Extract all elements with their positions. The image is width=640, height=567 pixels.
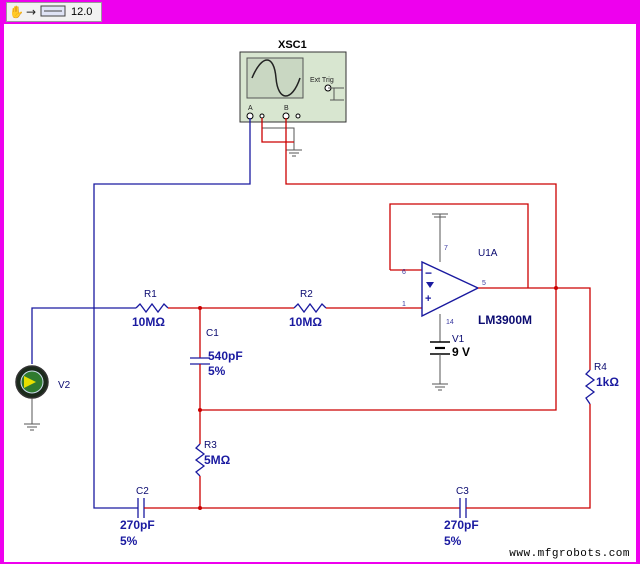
ext-trig-label: Ext Trig — [310, 77, 334, 84]
c3-ref: C3 — [456, 486, 469, 497]
resistor-r2[interactable] — [293, 302, 327, 314]
c1-value: 540pF — [208, 349, 243, 363]
capacitor-c2[interactable] — [137, 498, 145, 518]
opamp-part: LM3900M — [478, 313, 532, 327]
oscilloscope-xsc1[interactable]: XSC1 Ext Trig A B — [239, 39, 347, 123]
schematic-canvas[interactable]: XSC1 Ext Trig A B — [4, 24, 636, 562]
inv-sign: − — [425, 266, 432, 280]
pin-noninv: 1 — [402, 301, 406, 308]
c1-tolerance: 5% — [208, 364, 226, 378]
channel-a-label: A — [248, 105, 253, 112]
pin-inv: 6 — [402, 269, 406, 276]
capacitor-c3[interactable] — [459, 498, 467, 518]
r4-ref: R4 — [594, 362, 607, 373]
c2-value: 270pF — [120, 518, 155, 532]
hand-icon[interactable]: ✋ — [9, 5, 24, 19]
c2-ref: C2 — [136, 486, 149, 497]
resistor-r1[interactable] — [135, 302, 169, 314]
c3-value: 270pF — [444, 518, 479, 532]
battery-value: 9 V — [452, 345, 470, 359]
scope-title: XSC1 — [278, 39, 307, 51]
battery-ref: V1 — [452, 334, 465, 345]
c3-tolerance: 5% — [444, 534, 462, 548]
source-ref: V2 — [58, 380, 71, 391]
r1-ref: R1 — [144, 289, 157, 300]
resistor-r4[interactable] — [584, 369, 596, 405]
capacitor-c1[interactable] — [190, 357, 210, 365]
zoom-box-icon — [40, 5, 66, 17]
sine-wave-icon — [251, 59, 301, 97]
pin-gnd: 14 — [446, 319, 454, 326]
arrow-icon[interactable]: → — [25, 5, 37, 19]
opamp-ref: U1A — [478, 248, 498, 259]
r3-value: 5MΩ — [204, 453, 231, 467]
resistor-r3[interactable] — [194, 443, 206, 477]
zoom-tool-icon[interactable] — [39, 4, 67, 20]
pin-vcc: 7 — [444, 245, 448, 252]
r1-value: 10MΩ — [132, 315, 165, 329]
r2-value: 10MΩ — [289, 315, 322, 329]
c1-ref: C1 — [206, 328, 219, 339]
battery-v1[interactable] — [430, 341, 450, 355]
r4-value: 1kΩ — [596, 375, 619, 389]
noninv-sign: + — [425, 293, 431, 305]
opamp-u1a[interactable]: − + — [421, 260, 480, 318]
r3-ref: R3 — [204, 440, 217, 451]
schematic-drawing: XSC1 Ext Trig A B — [15, 39, 619, 548]
channel-b-label: B — [284, 105, 289, 112]
toolbar: ✋ → 12.0 — [6, 2, 102, 22]
r2-ref: R2 — [300, 289, 313, 300]
c2-tolerance: 5% — [120, 534, 138, 548]
watermark: www.mfgrobots.com — [509, 548, 630, 560]
pin-out: 5 — [482, 280, 486, 287]
ac-source-v2[interactable] — [15, 365, 49, 399]
zoom-value[interactable]: 12.0 — [71, 6, 93, 18]
